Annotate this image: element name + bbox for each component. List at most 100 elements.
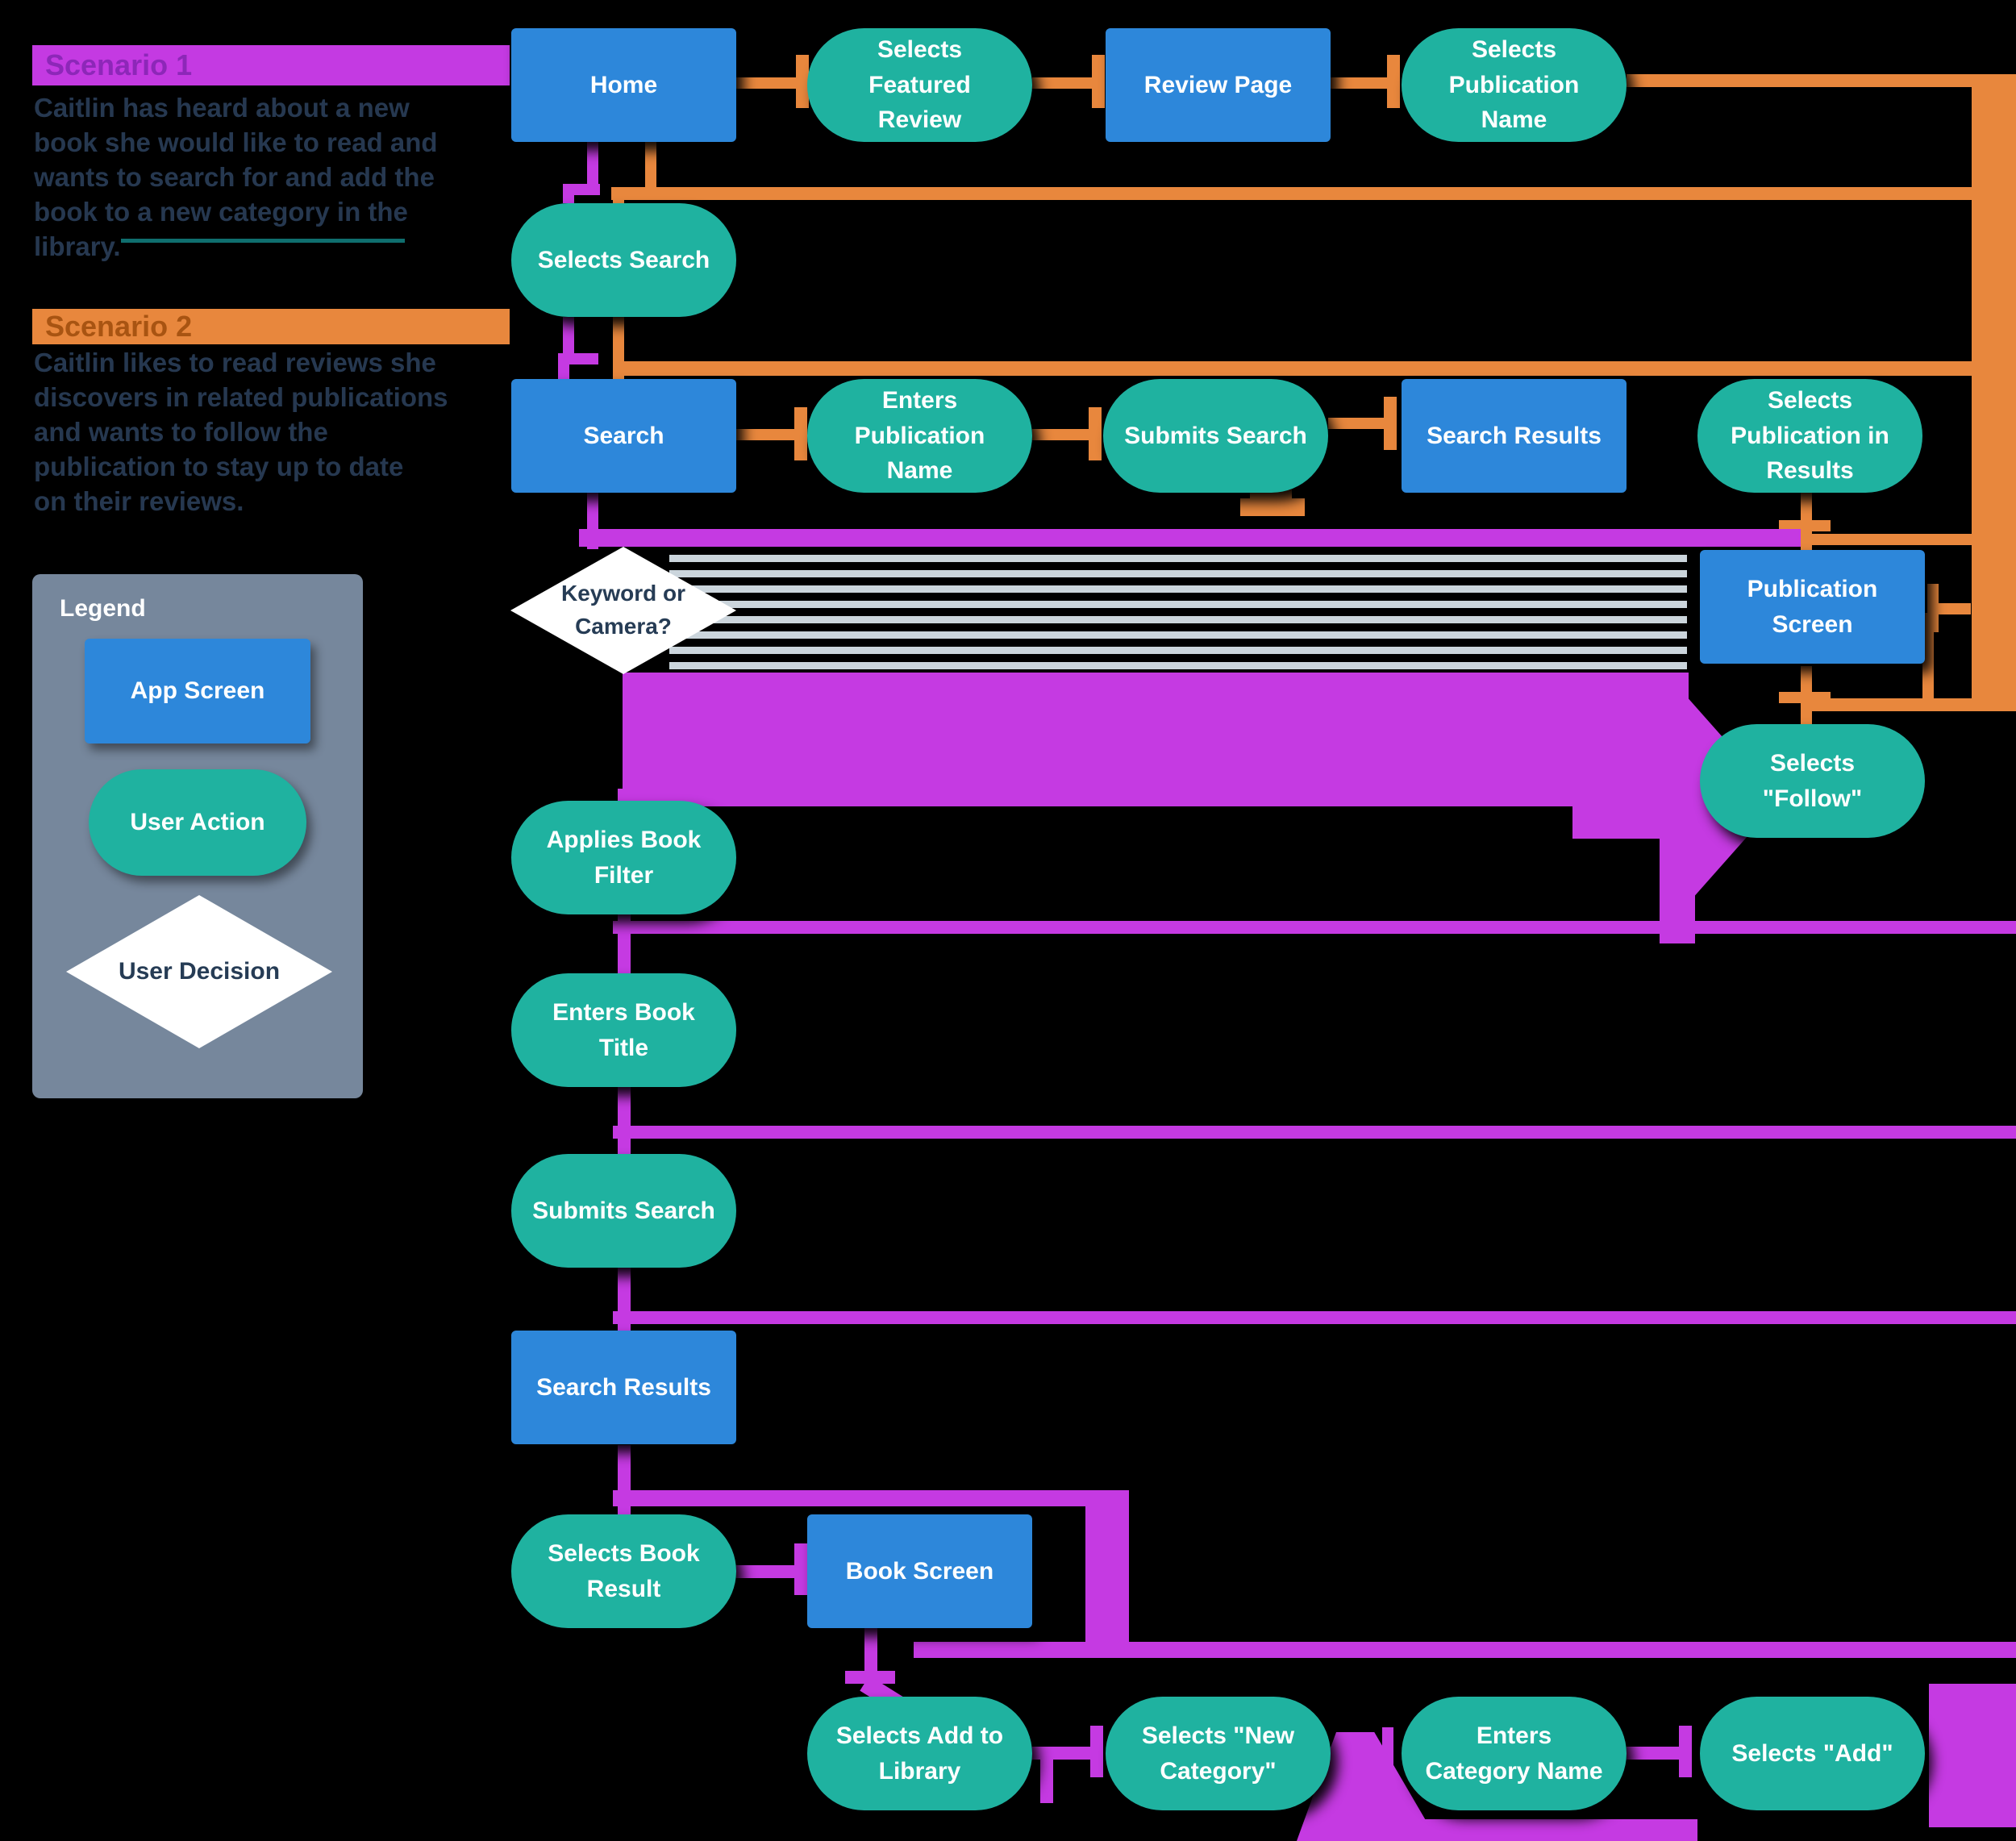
flow-connector bbox=[618, 1087, 631, 1155]
flow-connector bbox=[1929, 1684, 2016, 1827]
publication-screen-node: Publication Screen bbox=[1700, 550, 1925, 664]
book-screen-node: Book Screen bbox=[807, 1514, 1032, 1628]
flow-connector bbox=[1572, 673, 1689, 839]
flow-connector bbox=[1040, 1758, 1053, 1803]
search-results-2-label: Search Results bbox=[536, 1373, 711, 1401]
flow-connector bbox=[613, 1311, 2016, 1324]
enters-book-title-node: Enters Book Title bbox=[511, 973, 736, 1087]
flow-connector bbox=[1331, 77, 1392, 89]
flow-connector bbox=[864, 1627, 877, 1679]
flow-connector bbox=[558, 363, 569, 379]
flow-connector bbox=[613, 317, 624, 363]
flow-connector bbox=[587, 142, 598, 187]
flow-connector bbox=[1387, 55, 1400, 108]
flow-connector bbox=[563, 192, 574, 203]
flow-connector bbox=[558, 353, 598, 364]
selects-publication-name-label: Selects Publication Name bbox=[1448, 36, 1580, 134]
selects-follow-label: Selects "Follow" bbox=[1762, 750, 1863, 812]
submits-search-2-node: Submits Search bbox=[511, 1154, 736, 1268]
selects-publication-in-results-label: Selects Publication in Results bbox=[1731, 387, 1889, 485]
selects-follow-node: Selects "Follow" bbox=[1700, 724, 1925, 838]
scenario1-line: wants to search for and add the bbox=[34, 162, 435, 192]
flow-connector bbox=[613, 1490, 1129, 1506]
teal-divider-line bbox=[121, 239, 405, 243]
flow-connector bbox=[1972, 74, 2016, 711]
legend-user-decision-label: User Decision bbox=[118, 958, 281, 985]
submits-search-1-label: Submits Search bbox=[1124, 422, 1307, 449]
home-label: Home bbox=[589, 71, 658, 98]
flow-connector bbox=[613, 373, 624, 381]
selects-search-node: Selects Search bbox=[511, 203, 736, 317]
stripe-band-connector bbox=[669, 555, 1687, 673]
search-label: Search bbox=[583, 422, 664, 449]
legend-title: Legend bbox=[60, 595, 146, 622]
selects-add-label: Selects "Add" bbox=[1731, 1739, 1893, 1767]
selects-publication-in-results-node: Selects Publication in Results bbox=[1697, 379, 1922, 493]
flow-connector bbox=[794, 1543, 807, 1595]
enters-category-name-label: Enters Category Name bbox=[1425, 1722, 1603, 1785]
flow-connector bbox=[794, 407, 807, 460]
publication-screen-label: Publication Screen bbox=[1747, 576, 1878, 638]
scenario2-line: and wants to follow the bbox=[34, 417, 328, 447]
selects-search-label: Selects Search bbox=[537, 246, 710, 273]
home-node: Home bbox=[511, 28, 736, 142]
flow-connector bbox=[1779, 520, 1831, 531]
flow-connector bbox=[1090, 1726, 1103, 1777]
applies-book-filter-node: Applies Book Filter bbox=[511, 801, 736, 914]
flow-connector bbox=[613, 194, 624, 205]
flow-connector bbox=[1779, 692, 1831, 703]
selects-add-node: Selects "Add" bbox=[1700, 1697, 1925, 1810]
flow-connector bbox=[613, 1126, 2016, 1139]
keyword-or-camera-label: Keyword or Camera? bbox=[560, 581, 686, 639]
flow-connector bbox=[623, 673, 1689, 806]
book-screen-label: Book Screen bbox=[845, 1557, 994, 1585]
selects-add-to-library-node: Selects Add to Library bbox=[807, 1697, 1032, 1810]
flow-connector bbox=[1089, 407, 1102, 460]
flow-connector bbox=[1922, 613, 1934, 700]
search-node: Search bbox=[511, 379, 736, 493]
flow-connector bbox=[1240, 498, 1305, 516]
flow-connector bbox=[579, 529, 1801, 547]
search-results-1-node: Search Results bbox=[1402, 379, 1627, 493]
flow-connector bbox=[1627, 74, 1981, 87]
flow-connector bbox=[1384, 397, 1397, 450]
selects-new-category-node: Selects "New Category" bbox=[1106, 1697, 1331, 1810]
flow-connector bbox=[1032, 429, 1093, 440]
legend-user-action-label: User Action bbox=[130, 809, 265, 835]
flow-connector bbox=[1032, 1747, 1093, 1760]
scenario1-line: Caitlin has heard about a new bbox=[34, 93, 410, 123]
flow-connector bbox=[736, 77, 798, 89]
scenario1-line: book to a new category in the bbox=[34, 197, 408, 227]
selects-featured-review-node: Selects Featured Review bbox=[807, 28, 1032, 142]
scenario1-line: library. bbox=[34, 231, 121, 261]
enters-category-name-node: Enters Category Name bbox=[1402, 1697, 1627, 1810]
flow-connector bbox=[1929, 603, 1971, 614]
flow-connector bbox=[613, 921, 2016, 934]
submits-search-2-label: Submits Search bbox=[532, 1197, 715, 1224]
selects-publication-name-node: Selects Publication Name bbox=[1402, 28, 1627, 142]
legend-app-screen-sample: App Screen bbox=[85, 639, 310, 743]
flow-connector bbox=[645, 142, 656, 189]
scenario-1-header-bar: Scenario 1 bbox=[32, 45, 510, 85]
selects-new-category-label: Selects "New Category" bbox=[1141, 1722, 1295, 1785]
enters-publication-name-node: Enters Publication Name bbox=[807, 379, 1032, 493]
selects-book-result-label: Selects Book Result bbox=[548, 1540, 700, 1602]
selects-featured-review-label: Selects Featured Review bbox=[868, 36, 971, 134]
flow-connector bbox=[611, 187, 1982, 200]
scenario-1-title: Scenario 1 bbox=[45, 48, 193, 81]
scenario2-line: on their reviews. bbox=[34, 486, 244, 516]
search-results-1-label: Search Results bbox=[1427, 422, 1602, 449]
legend-user-action-sample: User Action bbox=[89, 769, 306, 876]
flow-connector bbox=[1679, 1726, 1692, 1777]
scenario-2-header-bar: Scenario 2 bbox=[32, 309, 510, 344]
flow-connector bbox=[613, 361, 1982, 376]
scenario2-line: publication to stay up to date bbox=[34, 452, 404, 481]
enters-book-title-label: Enters Book Title bbox=[552, 999, 695, 1061]
enters-publication-name-label: Enters Publication Name bbox=[854, 387, 985, 485]
legend-panel: Legend App Screen User Action User Decis… bbox=[32, 574, 363, 1098]
legend-user-decision-sample: User Decision bbox=[66, 895, 332, 1048]
flow-connector bbox=[736, 1565, 798, 1578]
